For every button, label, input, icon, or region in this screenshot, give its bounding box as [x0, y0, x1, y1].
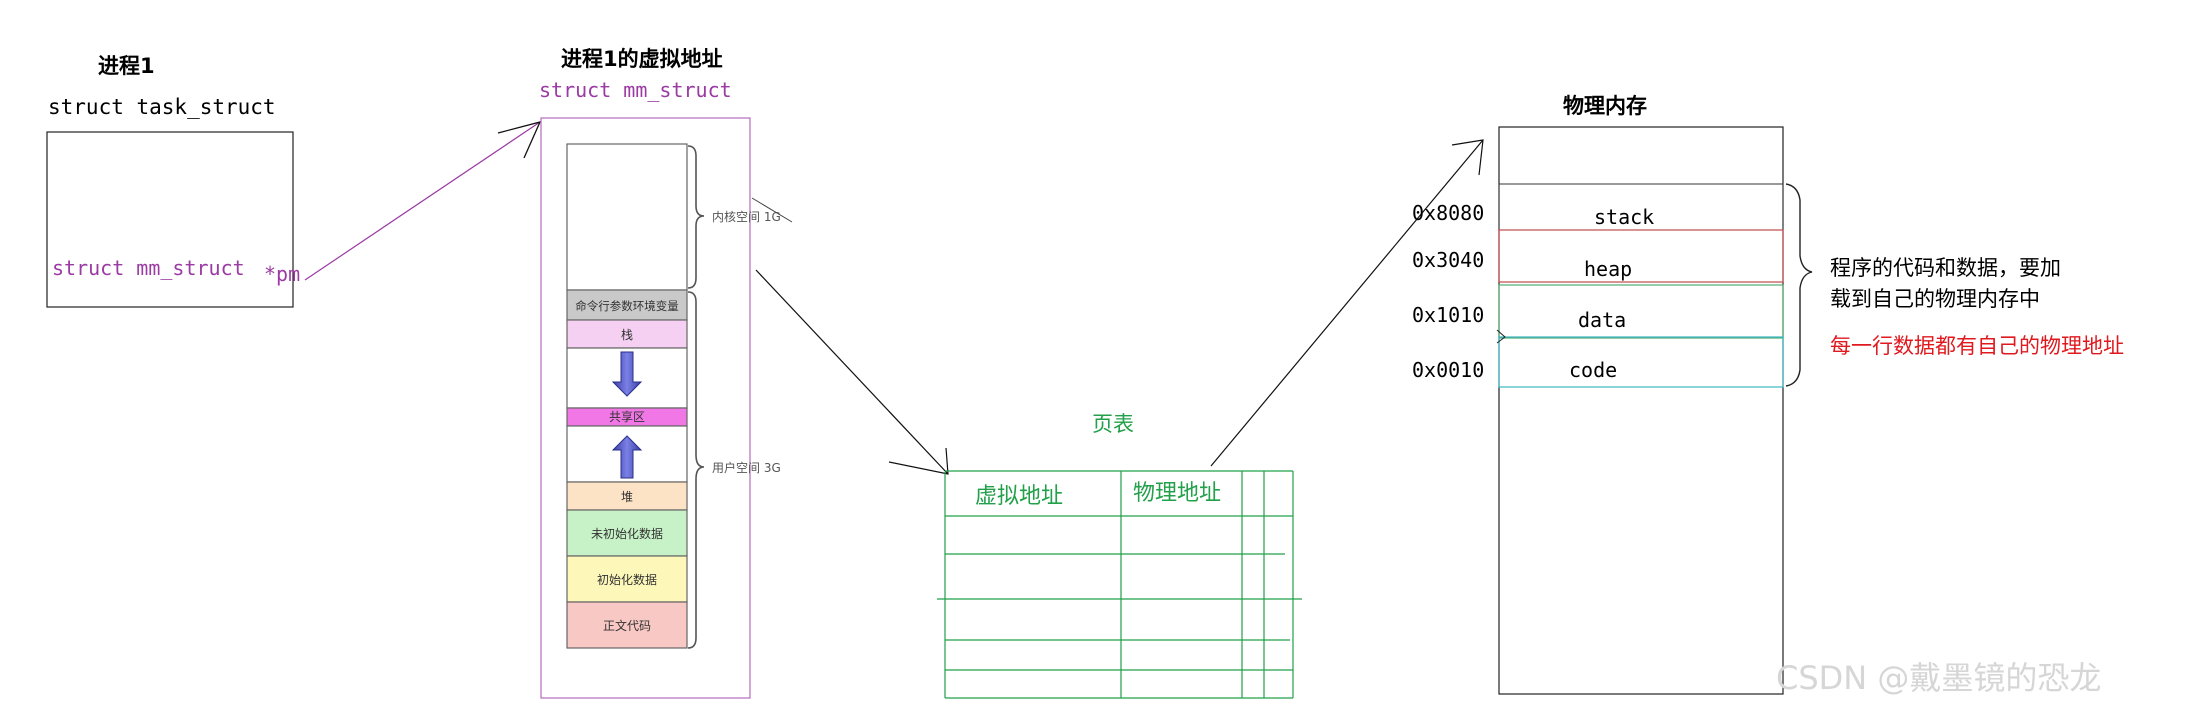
cmdline-env-label: 命令行参数环境变量	[575, 299, 679, 313]
data-label: 初始化数据	[597, 572, 657, 587]
virtual-space-block: 进程1的虚拟地址 struct mm_struct 命令行参数环境变量 栈 共享…	[539, 47, 793, 699]
phys-note-line1: 程序的代码和数据，要加	[1830, 256, 2061, 280]
kernel-segment	[566, 143, 688, 291]
csdn-watermark: CSDN @戴墨镜的恐龙	[1776, 659, 2101, 697]
kernel-brace	[687, 145, 705, 289]
arrow-up-icon	[611, 435, 643, 479]
bss-segment	[566, 509, 688, 557]
phys-name-2: data	[1578, 308, 1626, 332]
arrow-down-icon	[611, 351, 643, 397]
phys-name-3: code	[1569, 358, 1617, 382]
process-block: 进程1 struct task_struct struct mm_struct …	[46, 54, 300, 308]
phys-name-1: heap	[1584, 257, 1632, 281]
mm-pointer-suffix: *pm	[264, 262, 300, 286]
shared-label: 共享区	[609, 409, 645, 424]
phys-row-heap	[1498, 229, 1784, 283]
heap-label: 堆	[621, 490, 633, 504]
phys-address-0: 0x8080	[1412, 201, 1484, 225]
pagetable-to-physical-arrow	[1210, 139, 1484, 467]
phys-address-1: 0x3040	[1412, 248, 1484, 272]
virtual-to-pagetable-arrow	[755, 269, 949, 475]
page-table-grid	[937, 470, 1302, 699]
task-struct-label: struct task_struct	[48, 95, 276, 119]
stack-label: 栈	[621, 327, 633, 342]
mm-pointer-label: struct mm_struct	[52, 256, 245, 280]
process-title: 进程1	[98, 54, 155, 78]
stack-segment	[566, 319, 688, 349]
virtual-space-title: 进程1的虚拟地址	[561, 47, 723, 71]
page-table-title: 页表	[1092, 412, 1134, 436]
page-table-virtual-header: 虚拟地址	[975, 484, 1063, 509]
phys-note-red: 每一行数据都有自己的物理地址	[1830, 334, 2124, 358]
phys-brace	[1785, 183, 1813, 387]
physical-memory-box	[1498, 126, 1784, 695]
phys-row-data	[1498, 284, 1784, 339]
text-segment	[566, 601, 688, 649]
pm-to-mm-arrow	[304, 121, 542, 281]
task-struct-box	[46, 131, 294, 308]
kernel-space-label: 内核空间 1G	[712, 210, 781, 224]
phys-note-line2: 载到自己的物理内存中	[1830, 287, 2040, 311]
bss-label: 未初始化数据	[591, 526, 663, 541]
user-brace	[687, 291, 705, 649]
phys-address-2: 0x1010	[1412, 303, 1484, 327]
mm-struct-label: struct mm_struct	[539, 78, 732, 102]
phys-name-0: stack	[1594, 205, 1654, 229]
phys-row-code	[1498, 336, 1784, 388]
page-table-physical-header: 物理地址	[1133, 481, 1221, 506]
physical-memory-title: 物理内存	[1563, 94, 1647, 118]
text-label: 正文代码	[603, 618, 651, 633]
phys-address-3: 0x0010	[1412, 358, 1484, 382]
mm-struct-box	[540, 117, 751, 699]
user-space-label: 用户空间 3G	[712, 460, 781, 475]
physical-memory: 物理内存 0x8080 0x3040 0x1010 0x0010 stack h…	[1412, 94, 2124, 695]
page-table: 页表 虚拟地址 物理地址	[937, 412, 1302, 699]
